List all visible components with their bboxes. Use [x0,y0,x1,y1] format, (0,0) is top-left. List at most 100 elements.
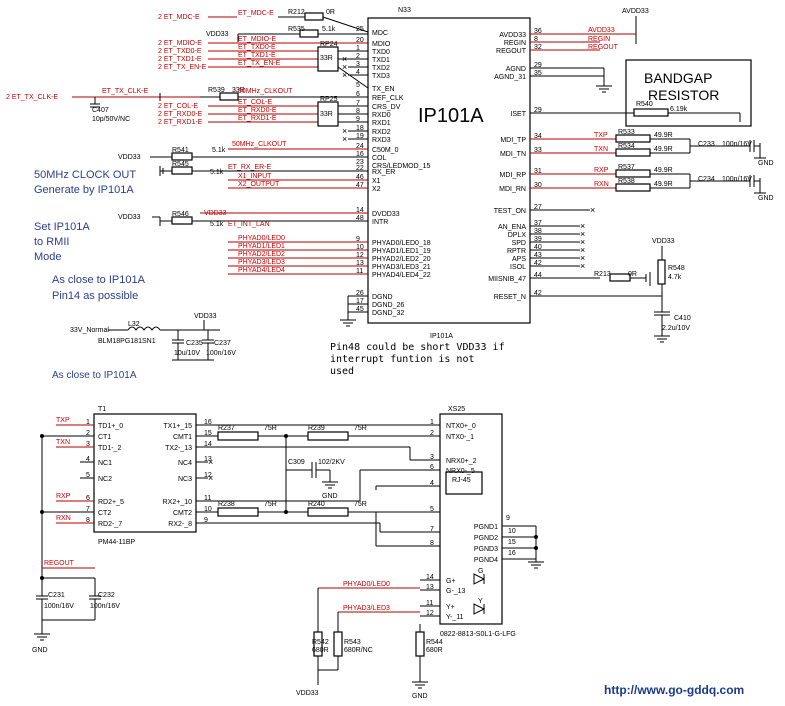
net-phyad2: PHYAD2/LED2 [238,251,285,258]
t1-pins: 1TD1+_02CT13TD1-_24NC15NC26RD2+_57CT28RD… [80,419,213,528]
mdi-res-value: 49.9R [654,132,673,139]
net-txd0: 2 ET_TXD0-E [158,48,202,55]
bandgap-label: BANDGAP [644,70,712,86]
pin-num: 19 [356,133,364,140]
net-rxd0-2: ET_RXD0-E [238,107,277,114]
pin-name: DGND_32 [372,310,404,317]
vdd33-led: VDD33 [296,690,319,697]
pin-name: MDI_TN [500,151,526,158]
net-mdc-2: ET_MDC-E [238,10,274,17]
nc-mark: × [580,221,585,231]
pin-num: 24 [356,143,364,150]
pin-num: 43 [534,252,542,259]
net-phyad0: PHYAD0/LED0 [238,235,285,242]
ip101a-chip-body [367,17,531,324]
pin-num: 7 [356,100,360,107]
t1-pin-num: 1 [86,419,90,426]
r240-label: R240 [308,501,325,508]
mdi-net-label: TXN [594,146,608,153]
pin-num: 29 [534,62,542,69]
mdi-res-value: 49.9R [654,146,673,153]
rxer-net: R545 5.1k ET_RX_ER-E X1_INPUT X2_OUTPUT [159,161,368,189]
transformer-t1: T1 1TD1+_02CT13TD1-_24NC15NC26RD2+_57CT2… [32,406,213,654]
t1-body [93,413,197,533]
t1-pin-num: 12 [204,472,212,479]
net-phyad3: PHYAD3/LED3 [238,259,285,266]
nc-mark: × [580,253,585,263]
avdd33-top: AVDD33 [622,8,649,15]
pin-name: RXD1 [372,120,391,127]
r548-label: R548 [668,265,685,272]
power-filter: 33V_Normal L32 BLM18PG181SN1 VDD33 C235 … [52,313,236,381]
t1-pin-num: 6 [86,495,90,502]
t1-pin-num: 2 [86,430,90,437]
t1-ref: T1 [98,406,106,413]
net-txen-2: ET_TX_EN-E [238,60,281,67]
xs25-led-pin-name: G+ [446,578,456,585]
mdi-res-label: R538 [618,178,635,185]
pin-num: 33 [534,147,542,154]
note-pin48-2: interrupt funtion is not [330,354,475,365]
r546-value: 5.1k [210,221,224,228]
c234-label: C234 [698,176,715,183]
pin-num: 38 [534,228,542,235]
pin-num: 37 [534,220,542,227]
vdd33-col: VDD33 [118,154,141,161]
chip-left-pins: 25MDC20MDIO1TXD02TXD1×3TXD2×4TXD3×5TX_EN… [342,26,430,193]
net-txen: 2 ET_TX_EN-E [158,64,207,71]
pin-name: RPTR [507,248,526,255]
net-tx-clk: 2 ET_TX_CLK-E [6,94,58,101]
chip-left-pins-lower: 14DVDD3348INTR9PHYAD0/LED0_1810PHYAD1/LE… [356,207,431,317]
net-phyad0-bottom: PHYAD0/LED0 [343,581,390,588]
c309-value: 102/2KV [318,459,345,466]
nc-mark: × [342,62,347,72]
r237-label: R237 [218,425,235,432]
pin-num: 34 [534,133,542,140]
c231-label: C231 [48,592,65,599]
pin-num: 47 [356,182,364,189]
r213-value: 0R [628,271,637,278]
pin-name: MDI_TP [500,137,526,144]
note-rmii-1: Set IP101A [34,221,90,233]
xs25-pin-num: 2 [430,430,434,437]
pin-name: TXD3 [372,73,390,80]
note-pin48-1: Pin48 could be short VDD33 if [330,342,505,353]
chip-bottom-label: IP101A [430,333,453,340]
net-regout-top: REGOUT [588,44,619,51]
l32-part: BLM18PG181SN1 [98,338,156,345]
pin-num: 14 [356,207,364,214]
net-clkout-1: 50MHz_CLKOUT [238,88,293,95]
xs25-pgnd: PGND3 [474,546,498,553]
xs25-pin-num: 8 [430,540,434,547]
pin-num: 5 [356,82,360,89]
nc-mark: × [208,473,213,483]
pin-num: 45 [356,306,364,313]
pin-name: AVDD33 [499,32,526,39]
pin-name: TEST_ON [494,208,526,215]
termination: R237 75R R239 75R R238 75R R240 75R C309 [196,424,420,547]
pin-num: 13 [356,260,364,267]
nc-mark: × [342,134,347,144]
pin-num: 35 [534,70,542,77]
mdi-res-label: R537 [618,164,635,171]
net-rxd1-2: ET_RXD1-E [238,115,277,122]
pin-name: REGIN [504,40,526,47]
r542-label: R542 [312,639,329,646]
rj45-connector: XS25 RJ-45 1NTX0+_02NTX0-_13NRX0+_26NRX0… [420,406,544,638]
c232-value: 100n/16V [90,603,120,610]
net-clkout: 50MHz_CLKOUT [232,141,287,148]
mdio-net: VDD33 R535 5.1k 2 ET_MDIO-E ET_MDIO-E [158,26,368,47]
t1-txp: TXP [56,417,70,424]
note-clock-2: Generate by IP101A [34,184,134,196]
r213-label: R213 [594,271,611,278]
t1-pin-name: TD1-_2 [98,445,121,452]
r543-value: 680R/NC [344,647,373,654]
r540-value: 6.19k [670,106,688,113]
pin-name: ISOL [510,264,526,271]
pin48-note: Pin48 could be short VDD33 if interrupt … [330,342,505,377]
net-avdd33: AVDD33 [588,27,615,34]
r238-label: R238 [218,501,235,508]
r535-value: 5.1k [322,26,336,33]
pin-num: 26 [356,290,364,297]
vdd33-reset: VDD33 [652,238,675,245]
